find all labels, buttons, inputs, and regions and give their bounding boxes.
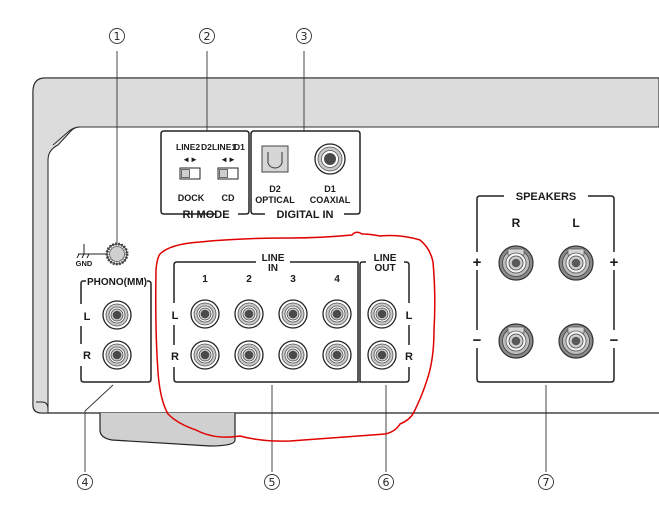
switch-cd-label-line1: LINE1: [212, 142, 236, 152]
line-in-channel-1-label: 1: [202, 274, 208, 285]
line-out-title-2: OUT: [374, 263, 395, 274]
speaker-right-label: R: [512, 216, 521, 230]
phono-title: PHONO(MM): [87, 277, 147, 288]
line-in-2-left-jack[interactable]: [234, 299, 264, 329]
phono-right-label: R: [83, 350, 91, 362]
line-in-left-label: L: [172, 310, 179, 322]
phono-jack-right[interactable]: [102, 340, 132, 370]
ri-mode-panel: LINE2 D2 LINE1 D1 ◄► ◄► DOCK CD RI MODE: [160, 130, 250, 221]
arrows-icon: ◄►: [220, 155, 236, 164]
callout-number: 4: [82, 476, 89, 489]
line-out-title: LINE: [374, 253, 397, 264]
callout-7: 7: [538, 474, 554, 490]
line-in-1-right-jack[interactable]: [190, 340, 220, 370]
plus-icon: +: [473, 254, 482, 271]
switch-dock-label: DOCK: [178, 193, 205, 203]
switch-dock-label-d2: D2: [201, 142, 212, 152]
line-out-left-jack[interactable]: [367, 299, 397, 329]
coaxial-label: COAXIAL: [310, 195, 351, 205]
switch-cd-label-d1: D1: [234, 142, 245, 152]
callout-number: 6: [383, 476, 390, 489]
callout-number: 1: [114, 30, 121, 43]
ground-icon: [76, 244, 91, 259]
callout-number: 7: [543, 476, 550, 489]
speaker-right-plus-terminal[interactable]: [498, 245, 534, 281]
gnd-terminal[interactable]: [91, 242, 129, 266]
gnd-label: GND: [76, 259, 93, 268]
digital-in-title: DIGITAL IN: [276, 209, 333, 221]
callout-number: 3: [301, 30, 308, 43]
phono-left-label: L: [84, 311, 91, 323]
callout-4: 4: [77, 474, 93, 490]
speakers-title: SPEAKERS: [516, 191, 577, 203]
line-out-panel: LINE OUT L R: [359, 253, 415, 383]
arrows-icon: ◄►: [182, 155, 198, 164]
line-in-2-right-jack[interactable]: [234, 340, 264, 370]
minus-icon: −: [473, 332, 482, 349]
callout-5: 5: [264, 474, 280, 490]
switch-dock-label-line2: LINE2: [176, 142, 200, 152]
switch-cd-label: CD: [222, 193, 235, 203]
callout-6: 6: [378, 474, 394, 490]
ri-switch-dock[interactable]: [179, 167, 201, 180]
line-in-3-right-jack[interactable]: [278, 340, 308, 370]
line-out-left-label: L: [406, 310, 413, 322]
line-in-panel: LINE IN 1 2 3 4 L R: [168, 253, 359, 383]
plus-icon: +: [610, 254, 619, 271]
callout-1: 1: [109, 28, 125, 44]
line-in-title-2: IN: [268, 263, 278, 274]
speaker-left-label: L: [572, 216, 579, 230]
coaxial-label-d1: D1: [324, 184, 336, 194]
optical-port[interactable]: [261, 145, 289, 173]
line-in-channel-2-label: 2: [246, 274, 252, 285]
line-in-1-left-jack[interactable]: [190, 299, 220, 329]
ri-mode-title: RI MODE: [182, 209, 229, 221]
line-in-channel-4-label: 4: [334, 274, 340, 285]
speakers-panel: SPEAKERS R L + + − −: [470, 191, 621, 383]
speaker-left-plus-terminal[interactable]: [558, 245, 594, 281]
speaker-right-minus-terminal[interactable]: [498, 323, 534, 359]
line-in-channel-3-label: 3: [290, 274, 296, 285]
minus-icon: −: [610, 332, 619, 349]
line-in-4-right-jack[interactable]: [322, 340, 352, 370]
chassis: [32, 77, 659, 447]
line-in-right-label: R: [171, 351, 179, 363]
coaxial-port[interactable]: [314, 143, 346, 175]
line-in-title: LINE: [262, 253, 285, 264]
line-out-right-jack[interactable]: [367, 340, 397, 370]
phono-panel: PHONO(MM) L R L R: [80, 277, 152, 383]
speaker-left-minus-terminal[interactable]: [558, 323, 594, 359]
callout-3: 3: [296, 28, 312, 44]
optical-label: OPTICAL: [255, 195, 295, 205]
phono-jack-left[interactable]: [102, 300, 132, 330]
line-out-right-label: R: [405, 351, 413, 363]
callout-number: 5: [269, 476, 276, 489]
line-in-4-left-jack[interactable]: [322, 299, 352, 329]
callout-number: 2: [204, 30, 211, 43]
optical-label-d2: D2: [269, 184, 281, 194]
callout-2: 2: [199, 28, 215, 44]
digital-in-panel: D2 OPTICAL D1 COAXIAL DIGITAL IN: [250, 130, 361, 221]
highlight-annotation: [155, 231, 436, 442]
ri-switch-cd[interactable]: [217, 167, 239, 180]
line-in-3-left-jack[interactable]: [278, 299, 308, 329]
